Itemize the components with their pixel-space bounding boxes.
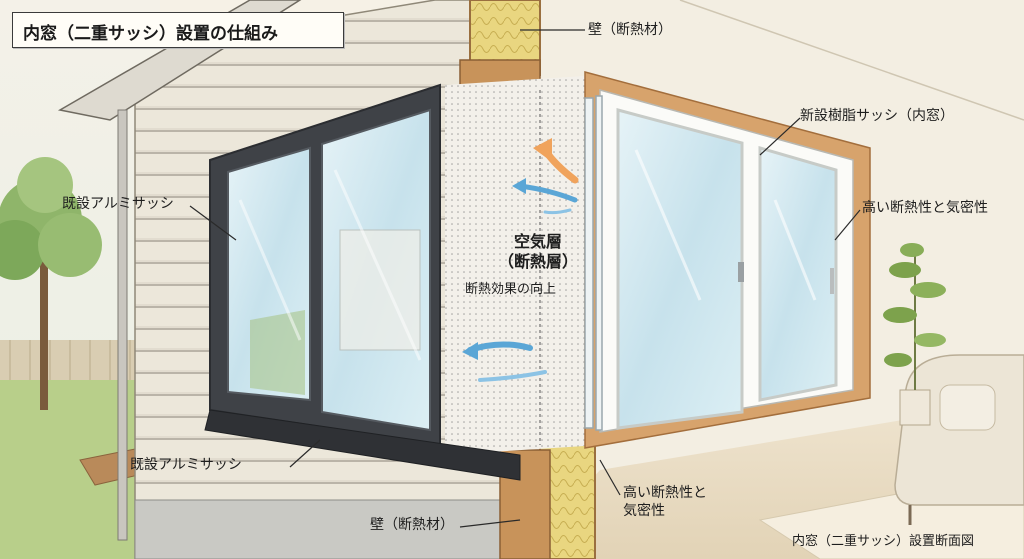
air-layer-line1: 空気層 (513, 232, 562, 251)
label-wall-top: 壁（断熱材） (588, 22, 672, 38)
sash-lock-icon (738, 262, 744, 282)
diagram-caption: 内窓（二重サッシ）設置断面図 (792, 534, 975, 549)
sash-handle-icon (830, 268, 834, 294)
leader-lines (189, 29, 861, 528)
label-air-layer: 空気層 （断熱層） (488, 232, 588, 272)
air-layer-line2: （断熱層） (497, 252, 578, 271)
label-effect: 断熱効果の向上 (465, 282, 557, 297)
existing-sash-sill (204, 409, 521, 481)
title-box: 内窓（二重サッシ）設置の仕組み (12, 12, 344, 48)
label-performance-right: 高い断熱性と気密性 (862, 200, 988, 216)
new-sash-right-pane (758, 146, 838, 402)
label-performance-bottom: 高い断熱性と 気密性 (623, 485, 707, 520)
warm-air-arrow-icon (533, 138, 552, 162)
performance-bottom-line2: 気密性 (623, 502, 665, 519)
label-wall-bottom: 壁（断熱材） (370, 517, 454, 533)
label-existing-sash-lower: 既設アルミサッシ (130, 457, 242, 473)
label-existing-sash-upper: 既設アルミサッシ (62, 196, 174, 212)
foundation (134, 499, 521, 559)
diagram-title: 内窓（二重サッシ）設置の仕組み (23, 24, 278, 44)
new-sash-left-pane (616, 108, 744, 430)
performance-bottom-line1: 高い断熱性と (623, 485, 707, 501)
downspout (117, 109, 128, 541)
tree-icon (0, 157, 102, 410)
cool-air-arrow-icon (512, 178, 526, 194)
label-new-sash: 新設樹脂サッシ（内窓） (800, 108, 954, 124)
airflow-arrows (462, 138, 579, 382)
plant-icon (883, 243, 946, 426)
